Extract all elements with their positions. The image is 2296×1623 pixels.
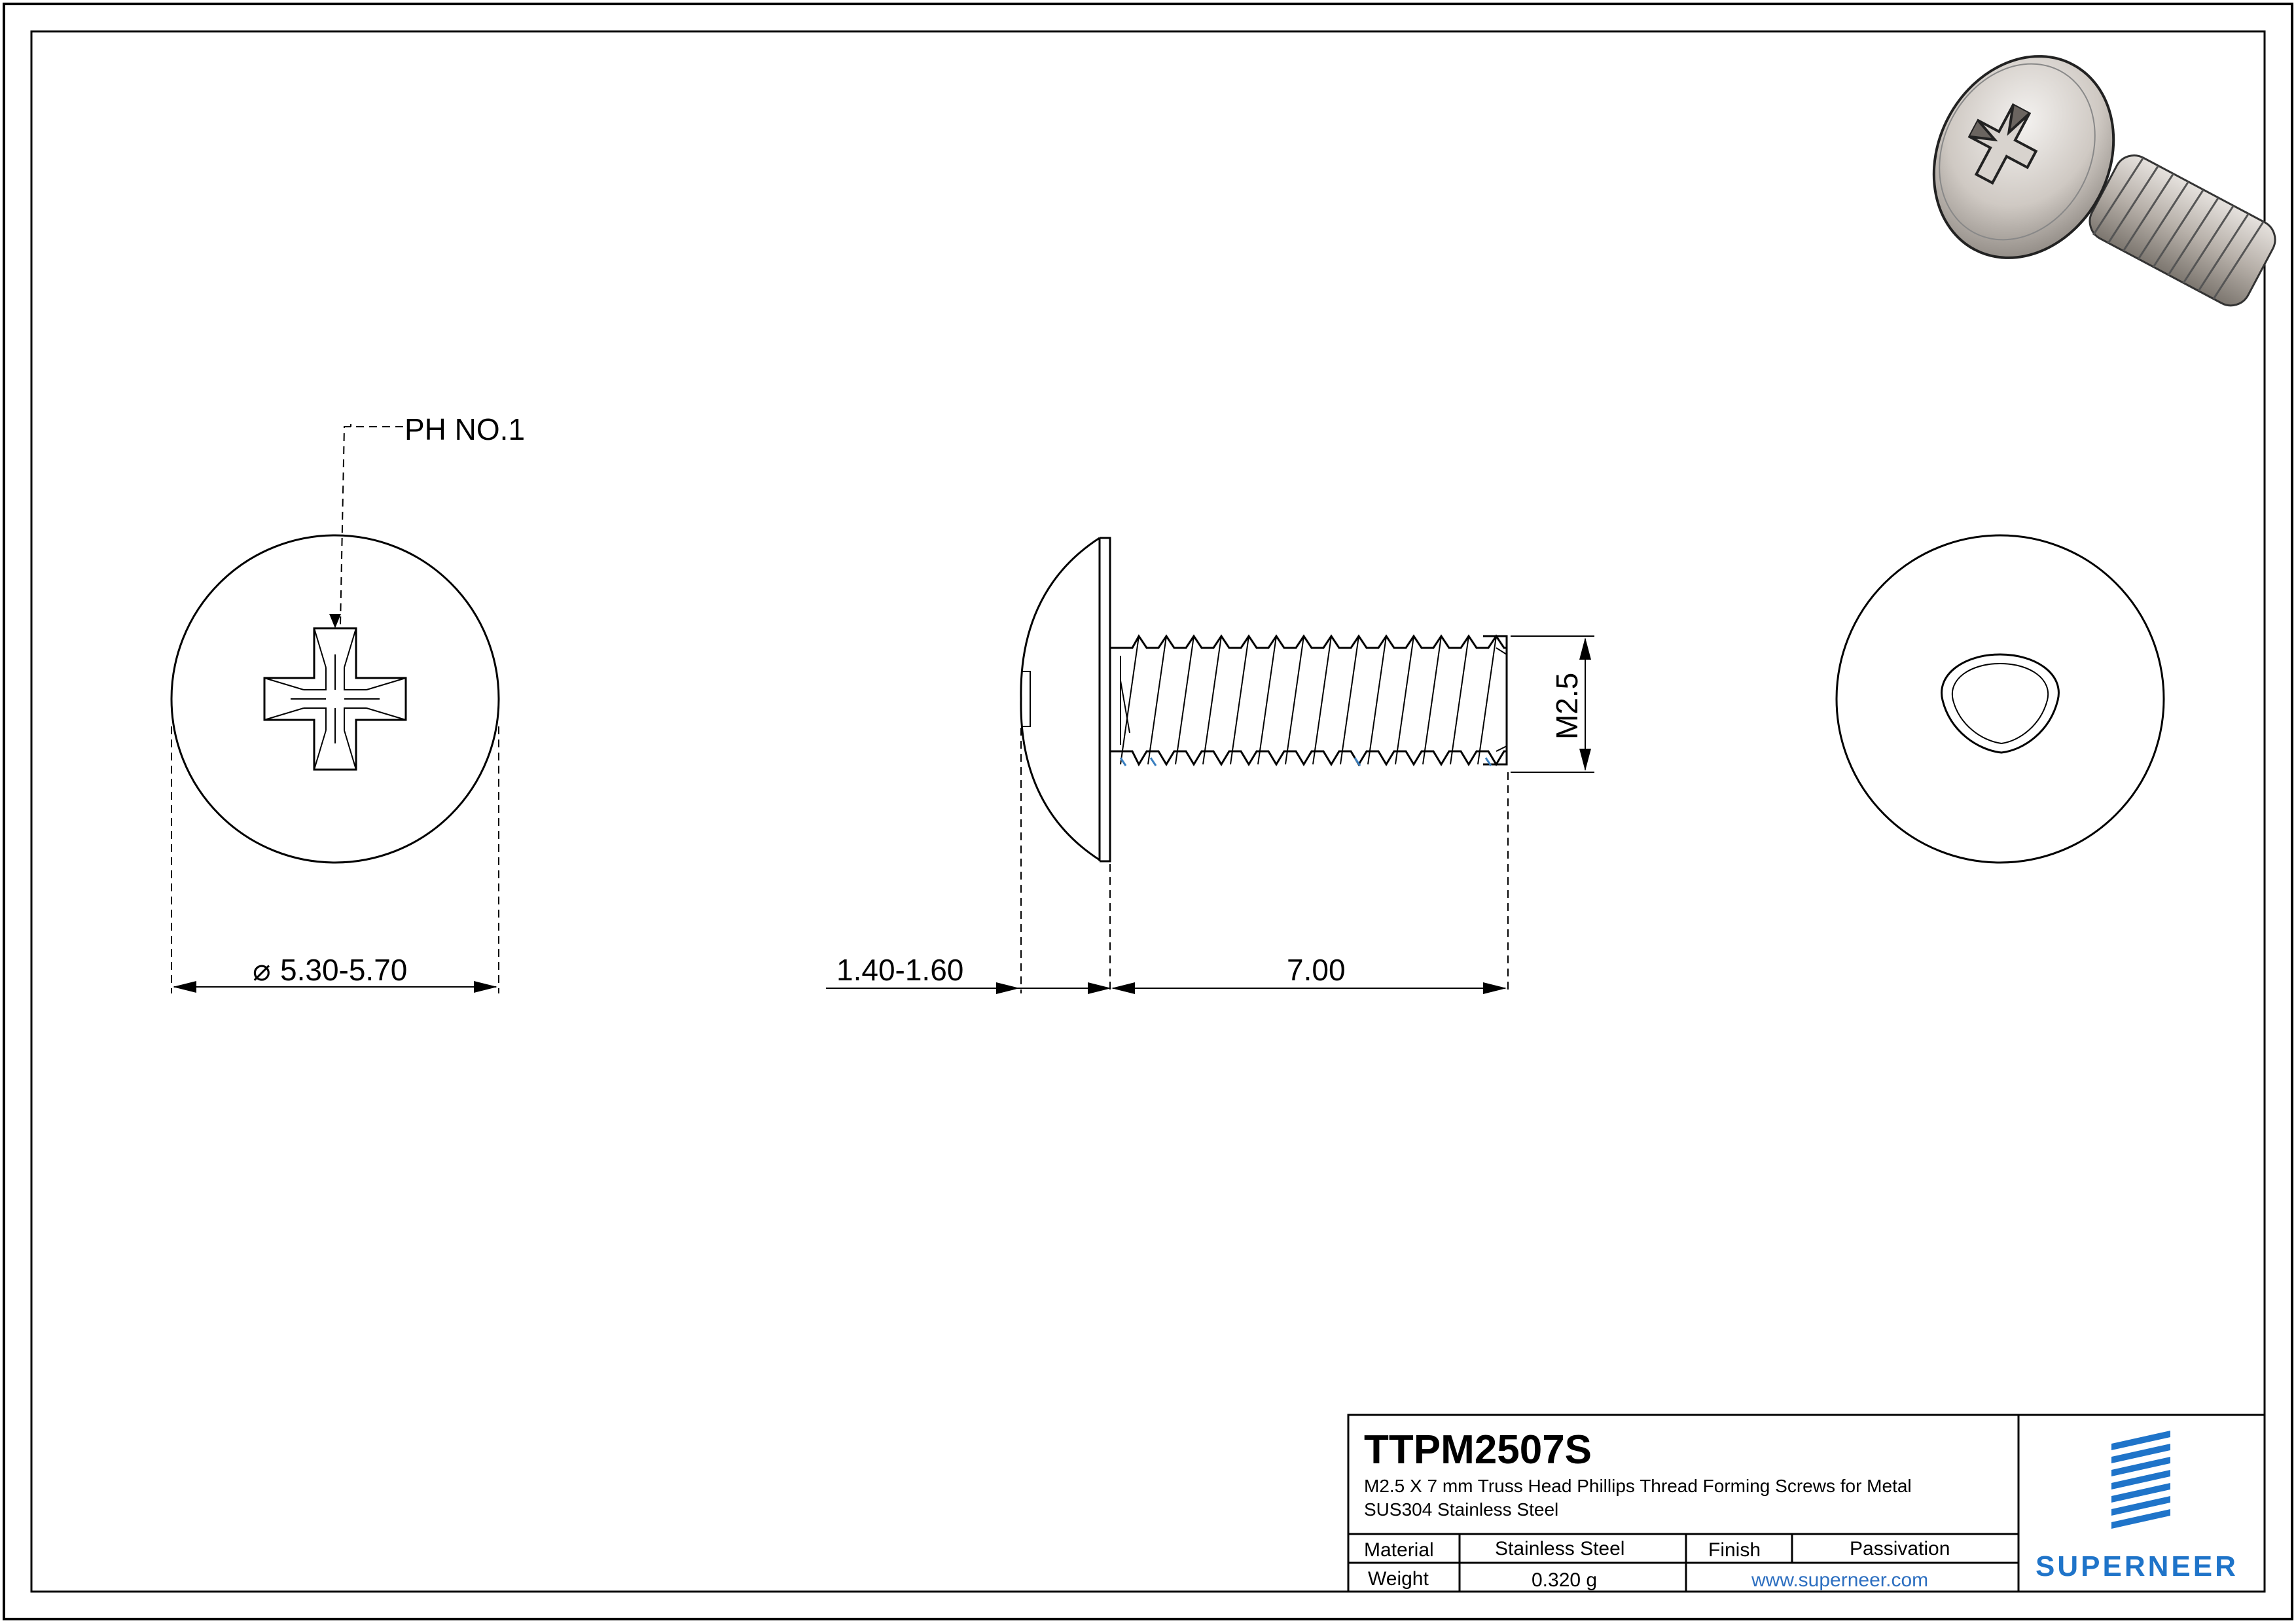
website-link[interactable]: www.superneer.com <box>1751 1569 1928 1591</box>
phillips-recess <box>263 627 407 771</box>
outer-border <box>3 3 2293 1620</box>
trilobular-point-outer <box>1941 653 2060 754</box>
length-arrow-right <box>1483 982 1507 994</box>
head-recess-notch <box>1022 671 1031 727</box>
material-label: Material <box>1364 1539 1434 1561</box>
drive-leader-line <box>340 424 403 626</box>
screw-3d-render <box>1932 55 2276 307</box>
weight-label: Weight <box>1368 1568 1429 1590</box>
head-height-arrow-left <box>996 982 1020 994</box>
drive-leader-arrow <box>329 614 341 628</box>
trilobular-point-inner <box>1951 662 2049 745</box>
stacked-stripes-logo <box>2111 1431 2170 1529</box>
diameter-arrow-left <box>173 981 196 993</box>
diameter-arrow-right <box>474 981 497 993</box>
head-dome <box>1020 537 1100 861</box>
description-line-1: M2.5 X 7 mm Truss Head Phillips Thread F… <box>1364 1476 1912 1496</box>
description-line-2: SUS304 Stainless Steel <box>1364 1499 1558 1520</box>
thread-body <box>1110 634 1508 767</box>
head-outline-bottom <box>1835 534 2165 864</box>
top-view: PH NO.1 ⌀ 5.30-5.70 <box>170 412 525 993</box>
title-block: TTPM2507S M2.5 X 7 mm Truss Head Phillip… <box>1347 1414 2266 1593</box>
weight-value: 0.320 g <box>1532 1569 1597 1591</box>
head-outline-top <box>170 534 500 864</box>
head-height-arrow-right <box>1088 982 1111 994</box>
material-value: Stainless Steel <box>1495 1538 1624 1560</box>
head-height-label: 1.40-1.60 <box>836 953 963 987</box>
brand-name: SUPERNEER <box>2036 1550 2238 1582</box>
diameter-label: 5.30-5.70 <box>280 953 407 987</box>
length-label: 7.00 <box>1287 953 1346 987</box>
head-face <box>1100 537 1111 863</box>
side-view: M2.5 1.40-1.60 7.00 <box>826 537 1594 994</box>
inner-border <box>30 30 2266 1593</box>
diameter-symbol: ⌀ <box>253 953 271 987</box>
bottom-view <box>1835 534 2165 864</box>
thread-arrow-bottom <box>1579 749 1591 771</box>
part-number: TTPM2507S <box>1364 1427 1592 1472</box>
thread-size-label: M2.5 <box>1550 673 1584 740</box>
drive-type-label: PH NO.1 <box>404 412 525 446</box>
thread-arrow-top <box>1579 637 1591 660</box>
finish-label: Finish <box>1708 1539 1761 1561</box>
length-arrow-left <box>1111 982 1135 994</box>
finish-value: Passivation <box>1850 1538 1950 1560</box>
